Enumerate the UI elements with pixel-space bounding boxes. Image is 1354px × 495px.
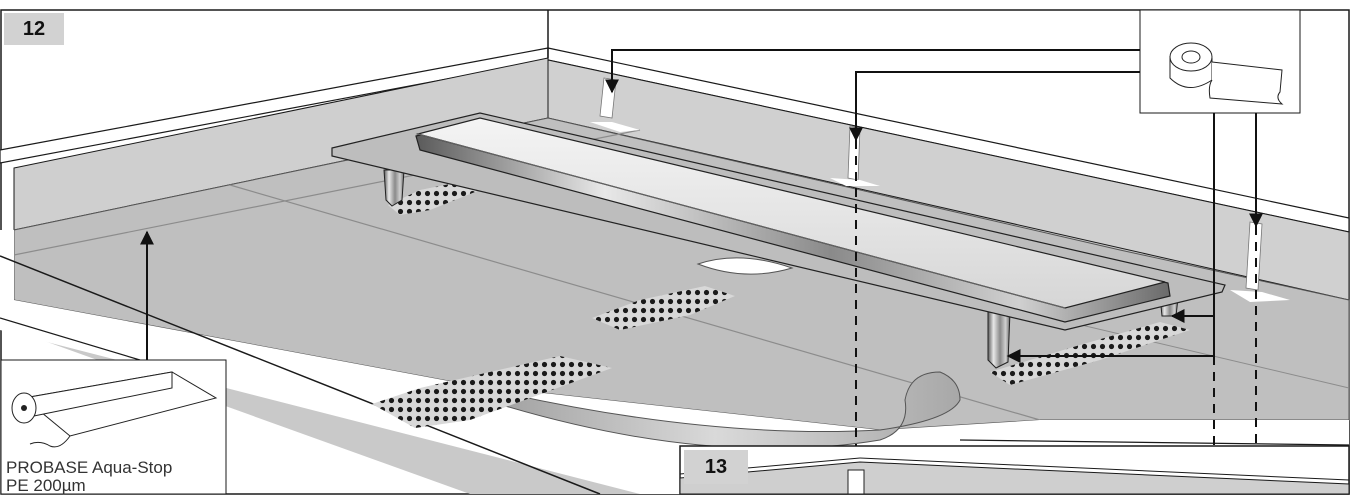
step-number-12: 12 (4, 13, 64, 45)
product-name: PROBASE Aqua-Stop (6, 458, 173, 477)
sealing-tape-roll-icon (1169, 42, 1284, 105)
product-spec: PE 200µm (6, 476, 86, 495)
panel-12 (0, 9, 1350, 495)
sealing-strip-right (990, 322, 1190, 385)
sealing-strip-back (388, 180, 480, 215)
step-number-13: 13 (684, 450, 748, 484)
sealing-strip-mid (592, 286, 735, 330)
sealing-strip-front (372, 356, 612, 428)
panel-13 (679, 445, 1350, 495)
drain-foot-left (383, 169, 405, 207)
drain-foot-right (987, 311, 1011, 369)
tape-leader-lines (605, 49, 1263, 363)
membrane-roll-icon (11, 371, 218, 448)
